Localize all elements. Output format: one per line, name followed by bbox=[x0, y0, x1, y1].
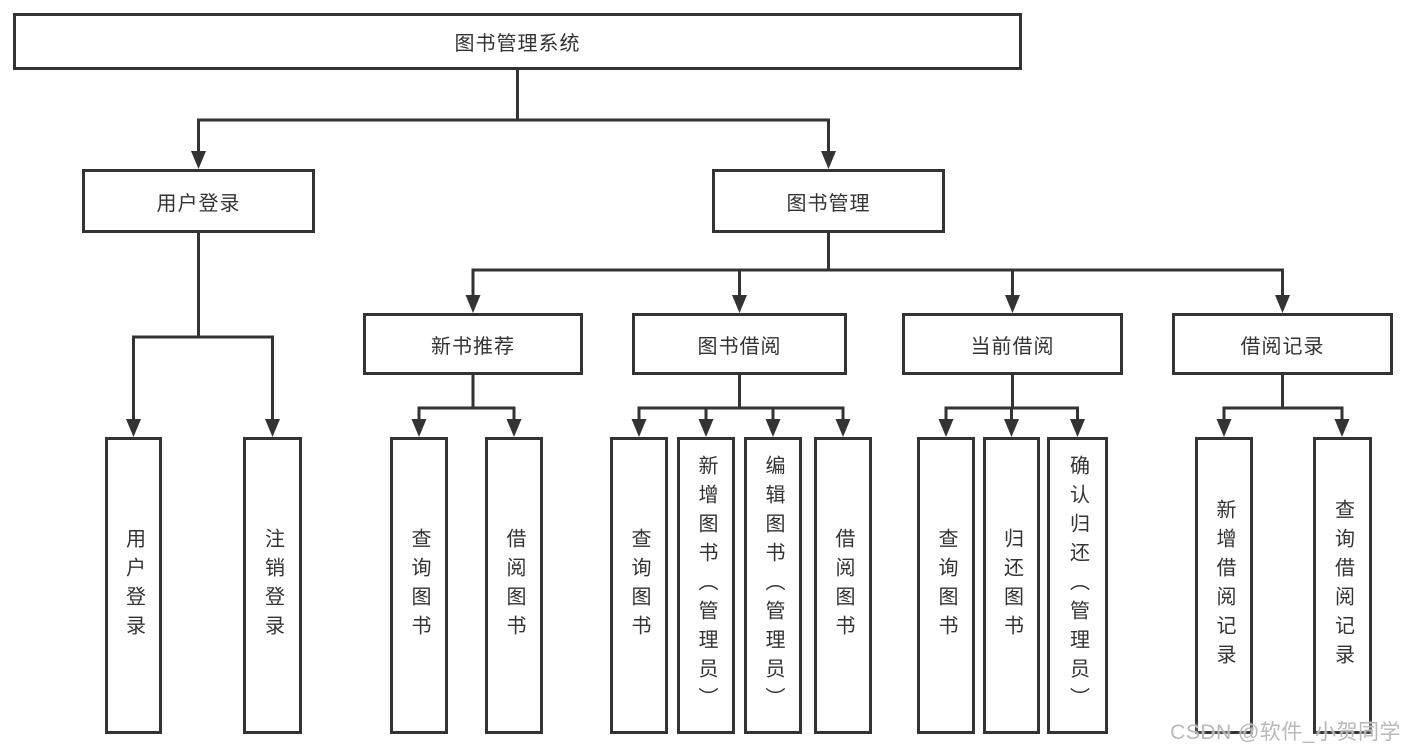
connector-root-to-level1 bbox=[191, 70, 836, 169]
csdn-watermark: CSDN @软件_小贺同学 bbox=[1170, 721, 1401, 744]
node-book-borrow: 图书借阅 bbox=[632, 313, 847, 375]
leaf-add-books-admin: 新增图书（管理员） bbox=[677, 437, 735, 734]
leaf-query-books-borrow: 查询图书 bbox=[610, 437, 668, 734]
leaf-logout: 注销登录 bbox=[243, 437, 302, 734]
leaf-add-borrow-record: 新增借阅记录 bbox=[1195, 437, 1253, 734]
connector-book-borrow-branch bbox=[631, 375, 851, 437]
connector-borrow-record-branch bbox=[1216, 375, 1350, 437]
node-root-library-management-system: 图书管理系统 bbox=[13, 13, 1022, 70]
node-current-borrow: 当前借阅 bbox=[902, 313, 1123, 375]
leaf-query-books-newbook: 查询图书 bbox=[390, 437, 448, 734]
leaf-borrow-books-newbook: 借阅图书 bbox=[485, 437, 543, 734]
leaf-confirm-return-admin: 确认归还（管理员） bbox=[1047, 437, 1108, 734]
node-new-book-recommend: 新书推荐 bbox=[363, 313, 583, 375]
node-book-management: 图书管理 bbox=[712, 169, 945, 233]
node-user-login: 用户登录 bbox=[82, 169, 315, 233]
leaf-query-borrow-record: 查询借阅记录 bbox=[1313, 437, 1372, 734]
leaf-return-books: 归还图书 bbox=[983, 437, 1040, 734]
leaf-borrow-books-borrow: 借阅图书 bbox=[814, 437, 872, 734]
connector-user-login-branch bbox=[126, 233, 280, 437]
leaf-query-books-current: 查询图书 bbox=[917, 437, 975, 734]
node-borrow-record: 借阅记录 bbox=[1172, 313, 1393, 375]
connector-book-management-to-level2 bbox=[465, 233, 1290, 313]
connector-new-book-branch bbox=[411, 375, 522, 437]
connector-current-borrow-branch bbox=[938, 375, 1085, 437]
leaf-edit-books-admin: 编辑图书（管理员） bbox=[744, 437, 802, 734]
leaf-user-login: 用户登录 bbox=[105, 437, 162, 734]
